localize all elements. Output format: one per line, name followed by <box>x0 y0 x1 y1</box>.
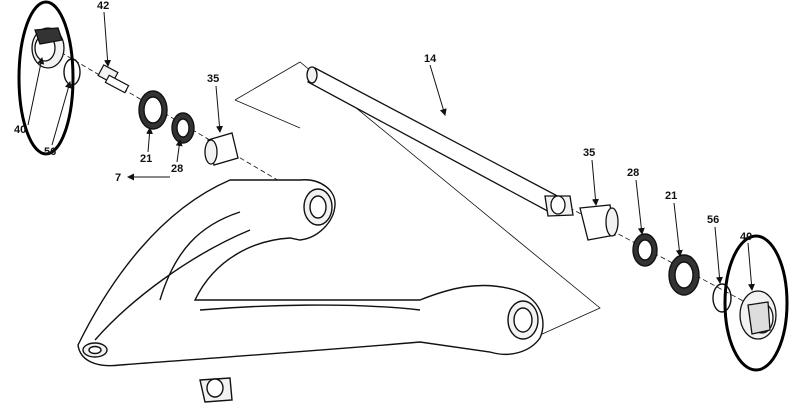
label-28-right: 28 <box>627 167 639 179</box>
label-21-right: 21 <box>665 190 677 202</box>
right-cap-40 <box>739 290 777 340</box>
left-bearing-21 <box>138 90 168 130</box>
label-35-left: 35 <box>207 73 219 85</box>
label-40-right: 40 <box>740 231 752 243</box>
right-highlight-circle <box>723 234 789 372</box>
left-cap-40 <box>31 27 65 69</box>
right-bushing-35 <box>579 204 619 241</box>
label-35-right: 35 <box>583 147 595 159</box>
left-highlight-circle <box>17 0 75 156</box>
leader-lines <box>27 11 755 291</box>
label-28-left: 28 <box>171 163 183 175</box>
grease-fitting-42 <box>97 64 130 94</box>
assembly-plane-outline <box>234 61 601 336</box>
shaft-tube <box>306 66 574 217</box>
label-14: 14 <box>424 53 437 65</box>
right-seal-28 <box>632 233 658 267</box>
left-bushing-35 <box>204 132 239 166</box>
right-oring-56 <box>712 283 732 313</box>
a-arm-control-arm <box>77 179 544 403</box>
label-21-left: 21 <box>140 153 152 165</box>
label-56-right: 56 <box>707 214 719 226</box>
label-7: 7 <box>115 172 121 184</box>
label-40-left: 40 <box>14 124 26 136</box>
label-42: 42 <box>97 0 109 12</box>
right-bearing-21 <box>668 254 700 296</box>
label-56-left: 56 <box>44 146 56 158</box>
part-labels: 40 56 42 21 28 35 7 14 35 28 21 56 40 <box>14 0 752 243</box>
left-seal-28 <box>171 112 195 144</box>
